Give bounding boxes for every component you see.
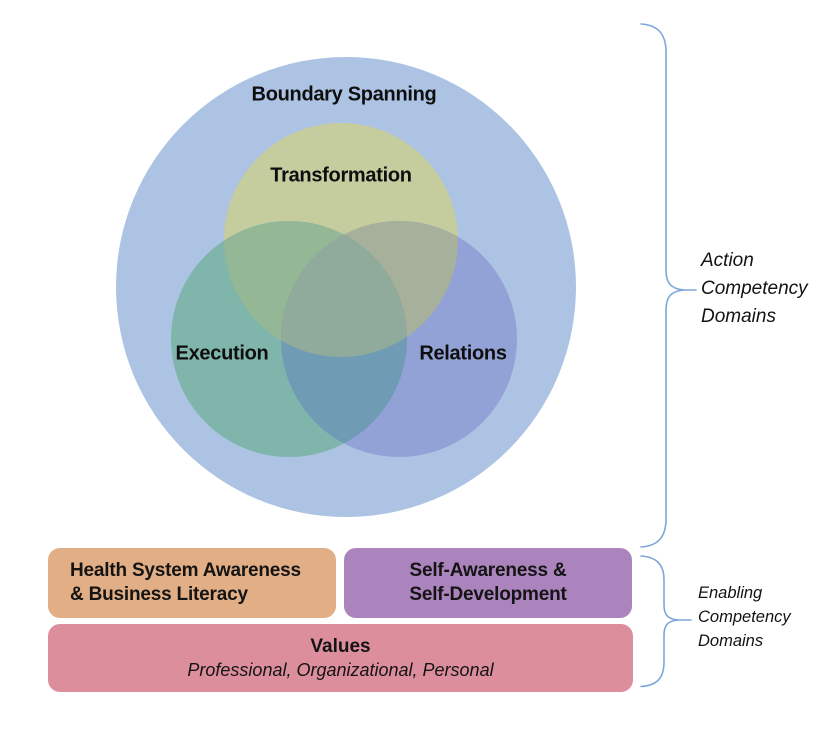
action-competency-domains-label: Action Competency Domains [701, 250, 808, 327]
health-system-awareness-box: Health System Awareness & Business Liter… [48, 548, 336, 618]
enabling-brace [640, 555, 680, 688]
enabling-competency-domains-label: Enabling Competency Domains [698, 584, 791, 650]
execution-label: Execution [175, 342, 269, 365]
health-system-awareness-label: Health System Awareness & Business Liter… [70, 560, 301, 605]
self-awareness-box: Self-Awareness & Self-Development [344, 548, 632, 618]
relations-label: Relations [419, 342, 507, 365]
boundary-spanning-label: Boundary Spanning [251, 83, 437, 106]
values-subtitle: Professional, Organizational, Personal [187, 659, 494, 680]
center-overlap [281, 221, 407, 357]
self-awareness-label: Self-Awareness & Self-Development [409, 560, 567, 605]
values-title: Values [310, 635, 371, 657]
transformation-label: Transformation [270, 164, 412, 187]
action-brace [640, 23, 685, 548]
values-box: Values Professional, Organizational, Per… [48, 624, 633, 692]
